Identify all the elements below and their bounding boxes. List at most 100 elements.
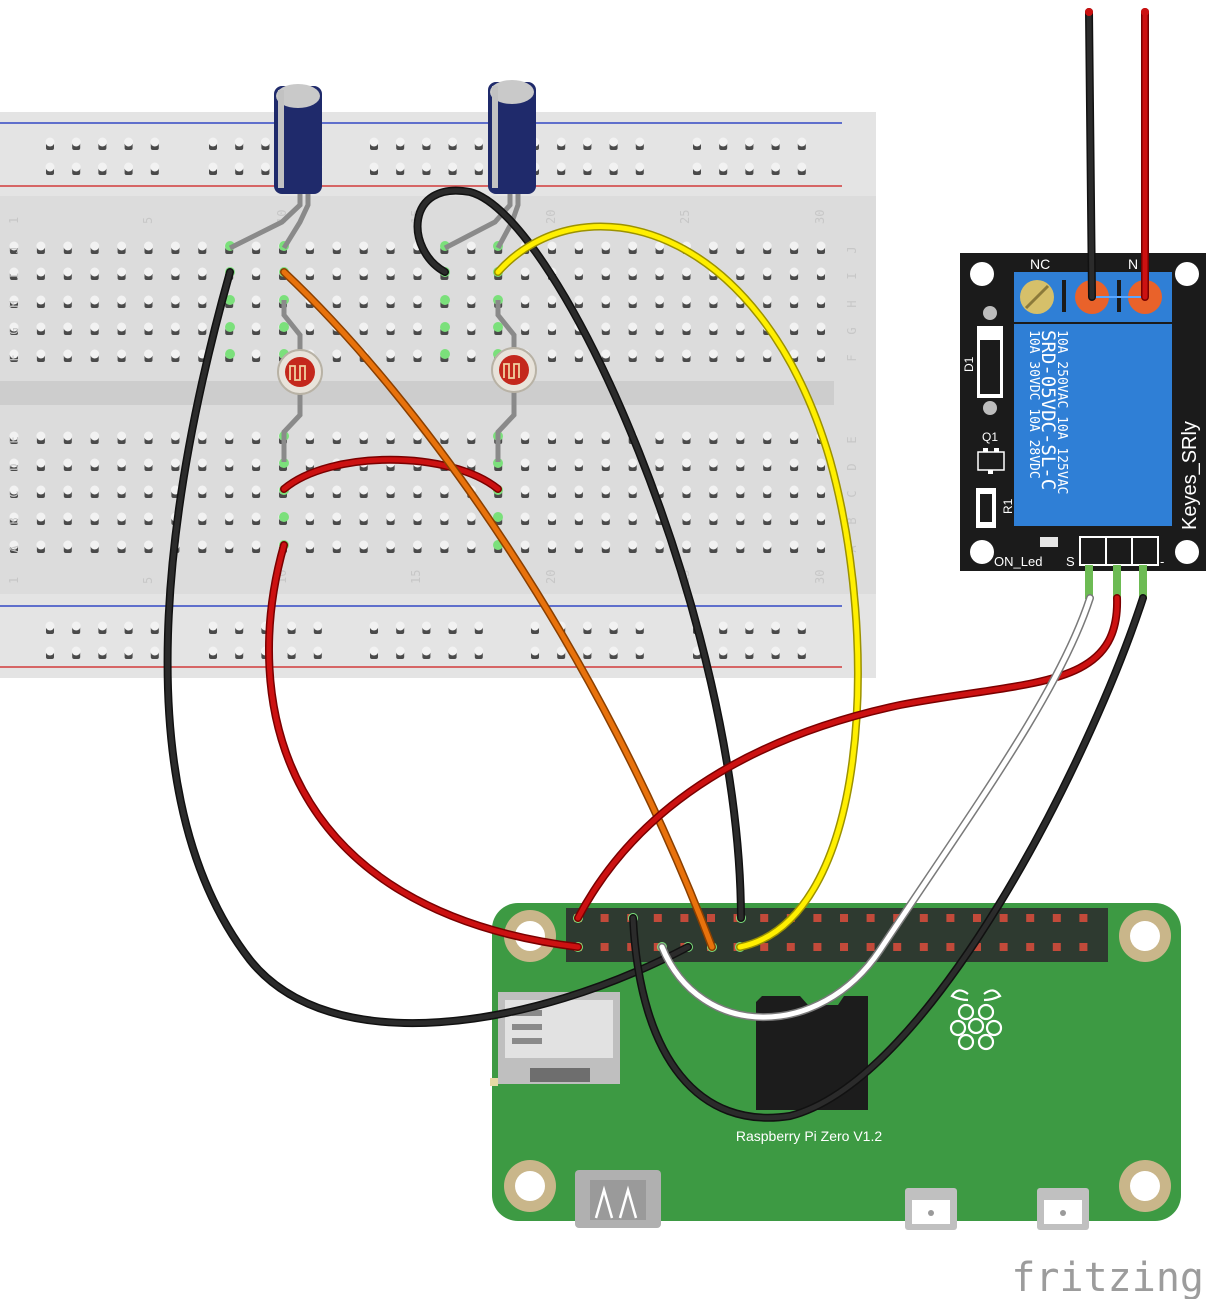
mini-hdmi-port <box>575 1170 661 1228</box>
breadboard-hole <box>251 431 261 444</box>
breadboard-hole <box>90 322 100 335</box>
breadboard-hole <box>816 241 826 254</box>
pin-minus-label: - <box>1160 554 1164 569</box>
rail-hole <box>287 621 297 634</box>
breadboard-hole <box>197 540 207 553</box>
rail-hole <box>448 646 458 659</box>
row-letter: C <box>845 490 859 497</box>
breadboard-hole <box>574 431 584 444</box>
rail-hole <box>395 137 405 150</box>
raspberry-logo <box>949 989 1003 1051</box>
active-hole <box>493 512 503 522</box>
breadboard-hole <box>9 322 19 335</box>
breadboard-hole <box>574 512 584 525</box>
breadboard-hole <box>36 267 46 280</box>
breadboard-hole <box>708 241 718 254</box>
breadboard-hole <box>628 295 638 308</box>
breadboard-hole <box>762 295 772 308</box>
breadboard-hole <box>547 540 557 553</box>
breadboard-hole <box>359 540 369 553</box>
breadboard-hole <box>655 431 665 444</box>
breadboard-hole <box>439 512 449 525</box>
rail-hole <box>150 137 160 150</box>
wire-yellow-signal <box>495 224 861 950</box>
breadboard-hole <box>789 267 799 280</box>
rail-hole <box>313 621 323 634</box>
breadboard-hole <box>601 322 611 335</box>
breadboard-hole <box>762 431 772 444</box>
relay-model-text: SRD-05VDC-SL-C <box>1037 330 1059 490</box>
rail-hole <box>395 621 405 634</box>
breadboard-hole <box>36 431 46 444</box>
breadboard-hole <box>574 540 584 553</box>
breadboard-hole <box>332 267 342 280</box>
gpio-pin <box>1052 914 1061 922</box>
rail-hole <box>474 137 484 150</box>
breadboard-hole <box>789 431 799 444</box>
column-number-top: 1 <box>7 217 21 224</box>
breadboard-hole <box>117 431 127 444</box>
row-letter: B <box>845 517 859 524</box>
rail-hole <box>45 137 55 150</box>
breadboard-hole <box>63 241 73 254</box>
row-letter: F <box>845 354 859 361</box>
wire-black-ground-2 <box>415 188 744 921</box>
gpio-pin <box>840 943 848 951</box>
breadboard-hole <box>816 322 826 335</box>
breadboard-hole <box>9 540 19 553</box>
breadboard-hole <box>117 322 127 335</box>
breadboard-hole <box>170 295 180 308</box>
wire-black-load <box>1086 9 1095 300</box>
rail-hole <box>421 646 431 659</box>
rail-hole <box>124 162 134 175</box>
breadboard-hole <box>63 267 73 280</box>
breadboard-hole <box>655 322 665 335</box>
breadboard-hole <box>170 241 180 254</box>
breadboard-hole <box>197 431 207 444</box>
row-letter: J <box>845 246 859 253</box>
breadboard-hole <box>413 322 422 335</box>
column-number-top: 5 <box>141 217 155 224</box>
gpio-pin <box>813 914 822 922</box>
rail-hole <box>234 646 244 659</box>
breadboard-hole <box>251 267 261 280</box>
breadboard-hole <box>439 431 449 444</box>
gpio-pin <box>946 914 955 922</box>
breadboard-hole <box>601 241 611 254</box>
rail-hole <box>97 162 107 175</box>
relay-body <box>1014 324 1172 526</box>
wire-red-jumper <box>281 457 501 492</box>
breadboard-hole <box>520 431 530 444</box>
breadboard-hole <box>305 322 315 335</box>
breadboard-hole <box>574 349 584 362</box>
pi-model-label: Raspberry Pi Zero V1.2 <box>736 1128 882 1144</box>
breadboard-hole <box>117 349 127 362</box>
breadboard-hole <box>574 458 584 471</box>
row-letter: H <box>845 300 859 307</box>
rail-hole <box>718 621 728 634</box>
rail-hole <box>234 162 244 175</box>
rail-hole <box>369 137 379 150</box>
rail-hole <box>124 646 134 659</box>
breadboard-hole <box>547 349 557 362</box>
sd-card-slot <box>490 992 620 1086</box>
breadboard-hole <box>520 485 530 498</box>
breadboard-hole <box>117 241 127 254</box>
breadboard-hole <box>574 241 584 254</box>
r1-label: R1 <box>1001 498 1015 514</box>
breadboard-hole <box>144 540 153 553</box>
active-hole <box>225 349 235 359</box>
wire-orange-signal <box>281 269 715 950</box>
breadboard-hole <box>117 485 127 498</box>
gpio-pin <box>600 943 609 951</box>
rail-hole <box>771 162 781 175</box>
breadboard-hole <box>413 349 422 362</box>
rail-hole <box>150 162 160 175</box>
gpio-pin <box>653 914 662 922</box>
breadboard-hole <box>547 431 557 444</box>
q1-label: Q1 <box>982 430 998 444</box>
breadboard-hole <box>144 431 153 444</box>
breadboard-hole <box>655 349 665 362</box>
breadboard-hole <box>655 458 665 471</box>
relay-rating-1: 10A 250VAC 10A 125VAC <box>1054 330 1069 494</box>
